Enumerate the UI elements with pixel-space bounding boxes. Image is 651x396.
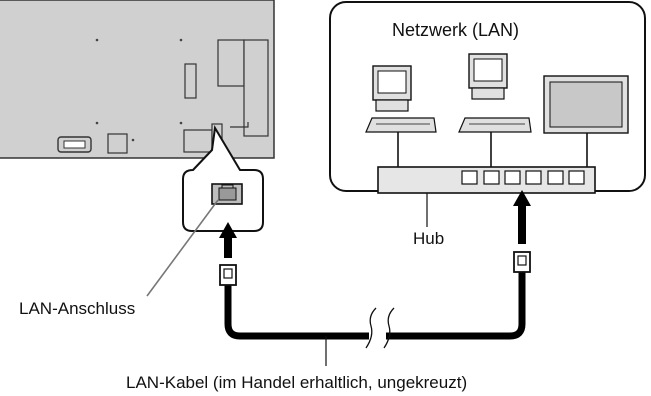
lan-cable (224, 270, 526, 366)
cable-label: LAN-Kabel (im Handel erhaltlich, ungekre… (126, 373, 468, 392)
display-rear-panel (0, 0, 275, 159)
arrow-up-icon (513, 190, 531, 244)
arrow-up-icon (219, 222, 237, 258)
cable-plug-icon (219, 264, 237, 286)
lan-port-label: LAN-Anschluss (19, 299, 136, 318)
hub-icon (377, 166, 596, 227)
hub-label: Hub (413, 229, 445, 248)
network-links (397, 132, 588, 170)
network-label: Netzwerk (LAN) (392, 20, 520, 40)
lan-port-callout (182, 125, 264, 232)
computer-icon (365, 65, 437, 133)
monitor-icon (543, 75, 629, 134)
lan-port-icon (211, 183, 243, 205)
computer-icon (458, 53, 532, 133)
cable-plug-icon (513, 251, 531, 273)
lan-port-leader (146, 199, 219, 297)
